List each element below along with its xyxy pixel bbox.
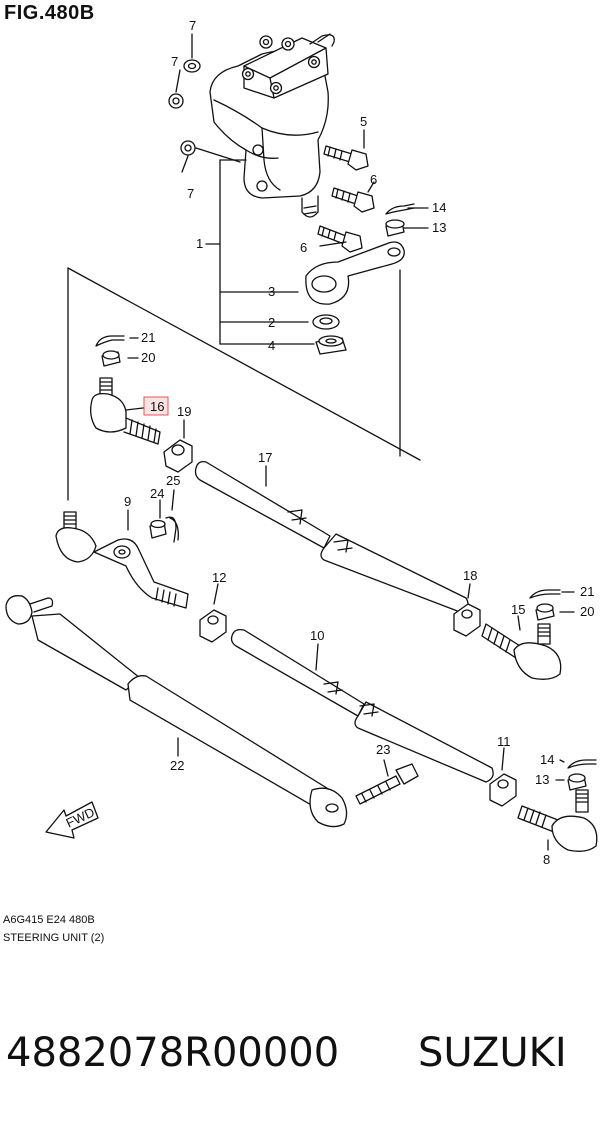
callout-1: 1: [196, 236, 203, 251]
callout-8: 8: [543, 852, 550, 867]
lock-washer-2: [312, 314, 340, 330]
nut-11: [489, 773, 517, 807]
callout-3: 3: [268, 284, 275, 299]
callout-14: 14: [432, 200, 446, 215]
callout-17: 17: [258, 450, 272, 465]
bolt-23: [355, 763, 419, 805]
callout-15: 15: [511, 602, 525, 617]
cotter-pin-14-upper: [385, 203, 415, 215]
callout-23: 23: [376, 742, 390, 757]
bolt-6b: [317, 225, 363, 253]
callout-labels: 7 7 7 7 5 6 6 14 13 1 3 2 4 21 20 16 19 …: [124, 18, 594, 867]
callout-20: 20: [580, 604, 594, 619]
exploded-parts-diagram: FWD 7 7 7 7 5 6 6 14 13 1 3 2 4 21 20 16…: [5, 18, 598, 867]
washer-7c: [180, 140, 196, 156]
diagram-code: A6G415 E24 480B: [3, 914, 95, 926]
steering-gear-box: [209, 33, 335, 218]
callout-13: 13: [432, 220, 446, 235]
bolt-5: [323, 145, 369, 171]
steering-damper-22: [5, 595, 348, 828]
callout-19: 19: [177, 404, 191, 419]
castle-nut-13-lower: [567, 773, 587, 791]
callout-12: 12: [212, 570, 226, 585]
callout-2: 2: [268, 315, 275, 330]
nut-12: [199, 609, 227, 643]
callout-18: 18: [463, 568, 477, 583]
callout-6: 6: [300, 240, 307, 255]
pitman-arm-3: [305, 241, 405, 305]
callout-7: 7: [171, 54, 178, 69]
callout-7: 7: [189, 18, 196, 33]
tie-rod-17: [194, 460, 469, 613]
castle-nut-13-upper: [385, 219, 405, 237]
callout-11: 11: [497, 734, 511, 749]
callout-16-highlight: [143, 396, 169, 416]
washer-7a: [183, 59, 201, 73]
cotter-pin-21-upper: [95, 335, 125, 347]
callout-22: 22: [170, 758, 184, 773]
nut-18: [453, 603, 481, 637]
callout-20: 20: [141, 350, 155, 365]
cotter-pin-21-right: [529, 589, 561, 599]
callout-24: 24: [150, 486, 164, 501]
callout-4: 4: [268, 338, 275, 353]
callout-9: 9: [124, 494, 131, 509]
nut-19: [163, 439, 193, 473]
callout-7: 7: [187, 186, 194, 201]
callout-13: 13: [535, 772, 549, 787]
callout-10: 10: [310, 628, 324, 643]
tie-rod-end-8: [517, 789, 598, 852]
part-number: 4882078R00000: [6, 1030, 340, 1076]
tie-rod-end-15: [481, 623, 562, 680]
castle-nut-20-upper: [101, 350, 121, 367]
forward-direction-arrow: FWD: [45, 801, 99, 839]
tie-rod-end-16: [90, 377, 161, 445]
nut-4: [315, 335, 347, 355]
diagram-name: STEERING UNIT (2): [3, 932, 105, 944]
callout-5: 5: [360, 114, 367, 129]
bolt-6a: [331, 187, 375, 213]
brand-name: SUZUKI: [418, 1030, 567, 1076]
callout-21: 21: [580, 584, 594, 599]
callout-16: 16: [150, 399, 164, 414]
castle-nut-24: [149, 519, 167, 539]
callout-6: 6: [370, 172, 377, 187]
callout-25: 25: [166, 473, 180, 488]
callout-14: 14: [540, 752, 554, 767]
cotter-pin-25: [165, 516, 179, 543]
callout-21: 21: [141, 330, 155, 345]
center-link-9: [55, 511, 189, 609]
castle-nut-20-right: [535, 603, 555, 621]
washer-7b: [168, 93, 184, 109]
tie-rod-10: [230, 628, 494, 783]
cotter-pin-14-lower: [567, 759, 597, 769]
figure-title: FIG.480B: [4, 2, 95, 24]
